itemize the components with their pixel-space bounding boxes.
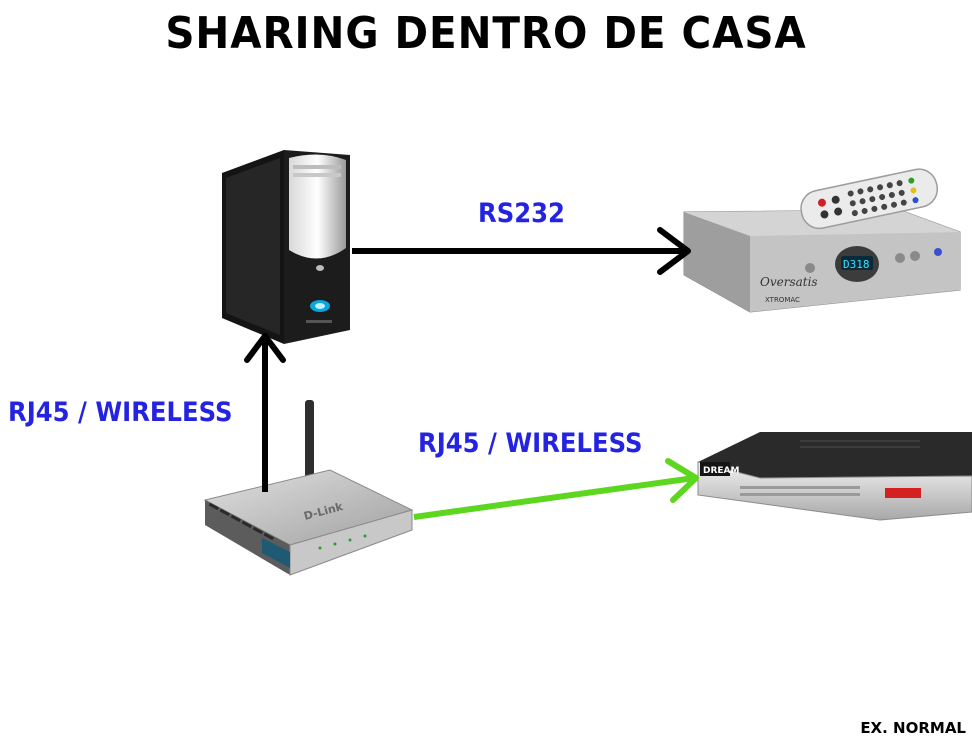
arrow-router-to-pc xyxy=(244,333,286,492)
wireless-router-icon: D-Link xyxy=(203,400,414,576)
remote-control-icon xyxy=(800,168,939,230)
label-rs232: RS232 xyxy=(478,198,565,229)
diagram-title: SHARING DENTRO DE CASA xyxy=(165,8,807,59)
pc-tower-icon xyxy=(222,150,350,344)
footer-note: EX. NORMAL xyxy=(860,719,966,737)
arrow-pc-to-receiver xyxy=(352,227,691,275)
svg-text:D318: D318 xyxy=(843,258,870,271)
svg-text:DREAM: DREAM xyxy=(703,466,740,476)
dreambox-receiver-icon: DREAM xyxy=(697,432,972,521)
svg-text:Oversatis: Oversatis xyxy=(760,275,818,289)
satellite-receiver-icon: D318 Oversatis XTROMAC xyxy=(683,209,961,313)
svg-text:XTROMAC: XTROMAC xyxy=(765,296,800,304)
label-router-to-pc: RJ45 / WIRELESS xyxy=(8,397,233,428)
arrow-router-to-dreambox xyxy=(413,458,699,520)
label-router-to-dreambox: RJ45 / WIRELESS xyxy=(418,428,643,459)
